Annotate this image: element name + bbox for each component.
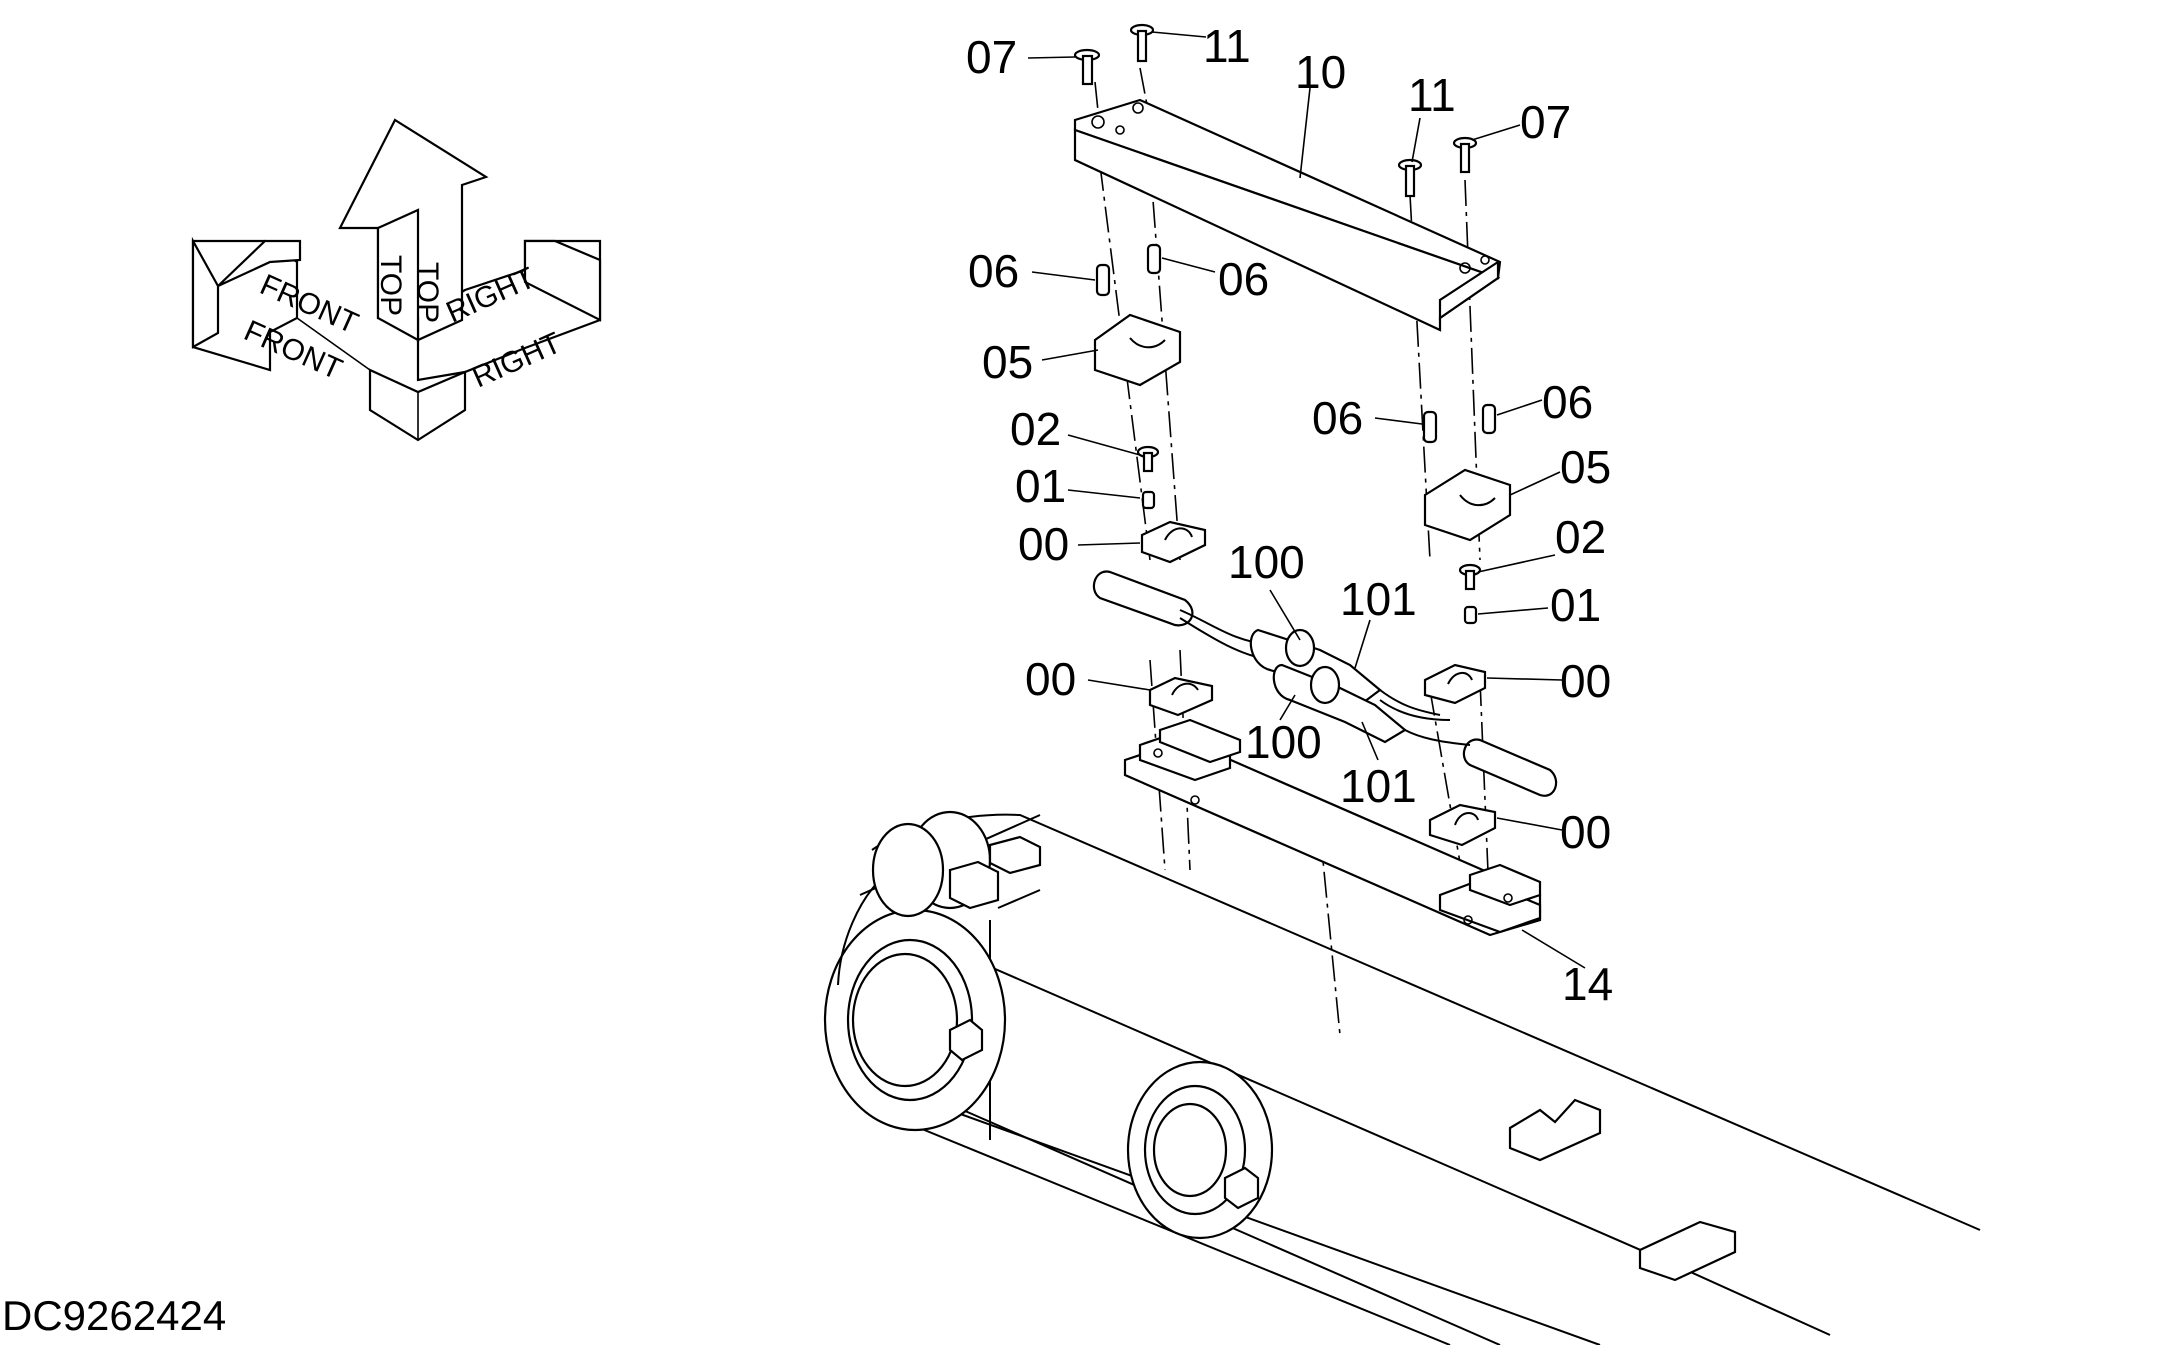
callout-100-bottom: 100 (1245, 716, 1322, 768)
callout-101-bottom: 101 (1340, 760, 1417, 812)
spacers-06 (1095, 243, 1497, 444)
callout-11-right: 11 (1408, 69, 1456, 121)
callout-100-top: 100 (1228, 536, 1305, 588)
orientation-top-label-1: TOP (374, 255, 407, 316)
callout-06-c: 06 (1312, 392, 1363, 444)
drawing-code: DC9262424 (2, 1292, 226, 1339)
callout-06-b: 06 (1218, 253, 1269, 305)
callout-06-d: 06 (1542, 376, 1593, 428)
part-14-lower-plate (1123, 718, 1542, 937)
boom-frame (823, 810, 1981, 1346)
callout-00-a: 00 (1018, 518, 1069, 570)
callout-02-right: 02 (1555, 511, 1606, 563)
orientation-top-label-2: TOP (411, 262, 444, 323)
callout-05-left: 05 (982, 336, 1033, 388)
clamps-00 (1140, 520, 1497, 847)
blocks-05 (1093, 313, 1512, 542)
part-10-bracket-bar (1073, 98, 1502, 332)
orientation-symbol: FRONT FRONT TOP TOP RIGHT RIGHT (191, 118, 602, 442)
callout-00-c: 00 (1560, 655, 1611, 707)
bolts-07-11 (1073, 23, 1478, 198)
callout-05-right: 05 (1560, 441, 1611, 493)
callout-00-b: 00 (1025, 653, 1076, 705)
callout-labels: 07 11 10 11 07 06 06 05 06 06 02 05 01 0… (966, 20, 1613, 1010)
callout-10: 10 (1295, 46, 1346, 98)
callout-07-left: 07 (966, 31, 1017, 83)
hose-assembly-100-101 (1092, 570, 1558, 797)
bolts-02-washers-01 (1136, 445, 1482, 625)
callout-01-right: 01 (1550, 579, 1601, 631)
callout-101-top: 101 (1340, 573, 1417, 625)
callout-01-left: 01 (1015, 460, 1066, 512)
callout-11-left: 11 (1203, 20, 1251, 72)
leader-lines (1027, 31, 1586, 969)
callout-07-right: 07 (1520, 96, 1571, 148)
callout-00-d: 00 (1560, 806, 1611, 858)
callout-06-a: 06 (968, 245, 1019, 297)
callout-02-left: 02 (1010, 403, 1061, 455)
callout-14: 14 (1562, 958, 1613, 1010)
